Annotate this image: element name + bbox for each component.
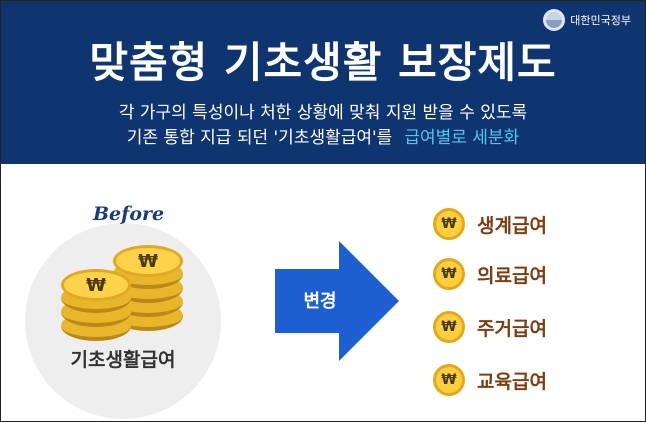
won-coin-icon: ₩ [433,258,465,290]
won-coin-icon: ₩ [433,311,465,343]
header-banner: 대한민국정부 맞춤형 기초생활 보장제도 각 가구의 특성이나 처한 상황에 맞… [1,1,645,164]
benefit-label: 교육급여 [477,370,547,393]
taegeuk-icon [543,9,566,31]
coin-stack-icon: ₩ [61,265,131,345]
benefit-item: ₩ 주거급여 [433,311,547,343]
subtitle-highlight: 급여별로 세분화 [404,128,520,148]
right-arrow-icon [275,241,399,361]
subtitle-line-1: 각 가구의 특성이나 처한 상황에 맞춰 지원 받을 수 있도록 [118,103,528,123]
benefit-item: ₩ 생계급여 [433,208,547,240]
subtitle-line-2-text: 기존 통합 지급 되던 '기초생활급여'를 [126,128,393,148]
won-coin-icon: ₩ [433,208,465,240]
won-coin-icon: ₩ [433,364,465,396]
before-label: Before [93,203,165,225]
gov-logo-text: 대한민국정부 [570,14,631,27]
won-coin-icon: ₩ [113,245,183,277]
benefit-item: ₩ 의료급여 [433,258,547,290]
benefit-item: ₩ 교육급여 [433,364,547,396]
won-coin-icon: ₩ [61,269,131,301]
benefit-label: 생계급여 [477,214,547,237]
change-label: 변경 [303,291,337,312]
subtitle-line-2: 기존 통합 지급 되던 '기초생활급여'를 급여별로 세분화 [1,123,645,148]
before-caption: 기초생활급여 [70,349,176,371]
page-title: 맞춤형 기초생활 보장제도 [89,38,557,87]
benefit-label: 의료급여 [477,264,547,287]
gov-logo: 대한민국정부 [543,9,631,31]
benefit-label: 주거급여 [477,317,547,340]
